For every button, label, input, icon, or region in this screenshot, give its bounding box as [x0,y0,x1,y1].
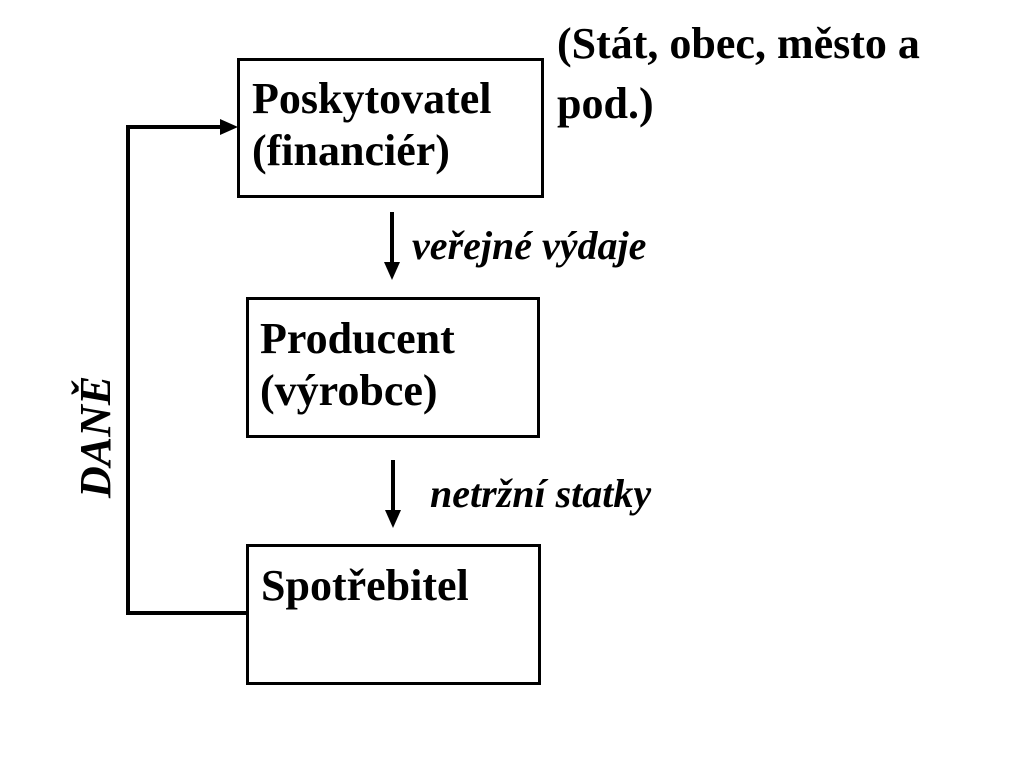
producer-title: Producent [260,314,455,363]
provider-note-line2: pod.) [557,79,654,128]
taxes-label: DANĚ [71,375,120,498]
public-spending-label: veřejné výdaje [412,223,647,268]
provider-note: (Stát, obec, město a pod.) [557,14,920,134]
arrow-provider-to-producer [384,212,400,280]
consumer-node: Spotřebitel [246,544,541,685]
provider-subtitle: (financiér) [252,126,450,175]
arrow-producer-to-consumer [385,460,401,528]
consumer-title: Spotřebitel [261,561,469,610]
provider-note-line1: (Stát, obec, město a [557,19,920,68]
producer-subtitle: (výrobce) [260,366,438,415]
non-market-goods-label: netržní statky [430,471,652,516]
producer-node: Producent (výrobce) [246,297,540,438]
provider-node: Poskytovatel (financiér) [237,58,544,198]
provider-title: Poskytovatel [252,74,492,123]
arrow-taxes-loop [126,119,246,615]
